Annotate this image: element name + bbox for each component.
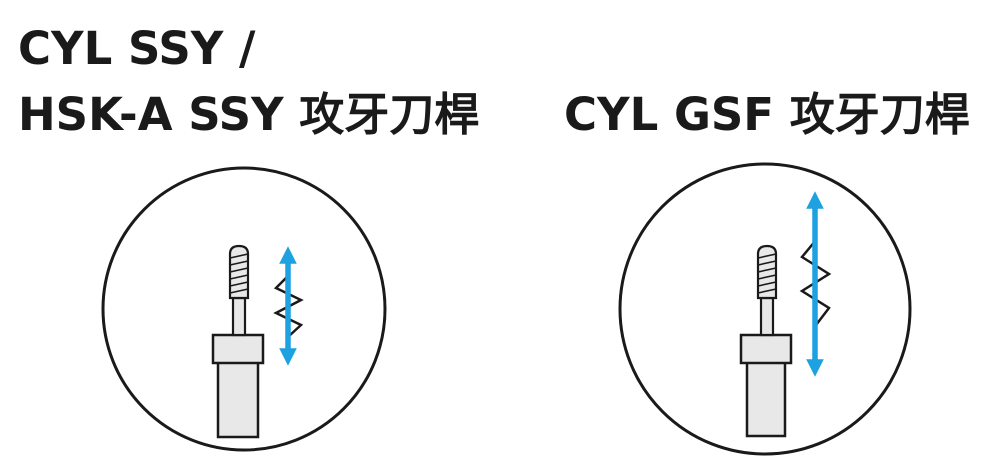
holder-body [745,360,787,438]
tap-holder-icon [211,244,265,439]
left-title-line2: HSK-A SSY 攻牙刀桿 [18,88,480,141]
left-title-line1: CYL SSY / [18,22,256,75]
holder-collar [739,333,793,365]
left-circle [101,166,387,452]
holder-collar [211,333,265,365]
tap-shank [231,296,247,337]
right-panel [618,162,912,456]
holder-body [216,360,260,439]
tap-shank [759,296,775,337]
right-title: CYL GSF 攻牙刀桿 [564,88,970,141]
left-panel [101,166,387,452]
tap-holder-icon [739,244,793,438]
right-circle [618,162,912,456]
